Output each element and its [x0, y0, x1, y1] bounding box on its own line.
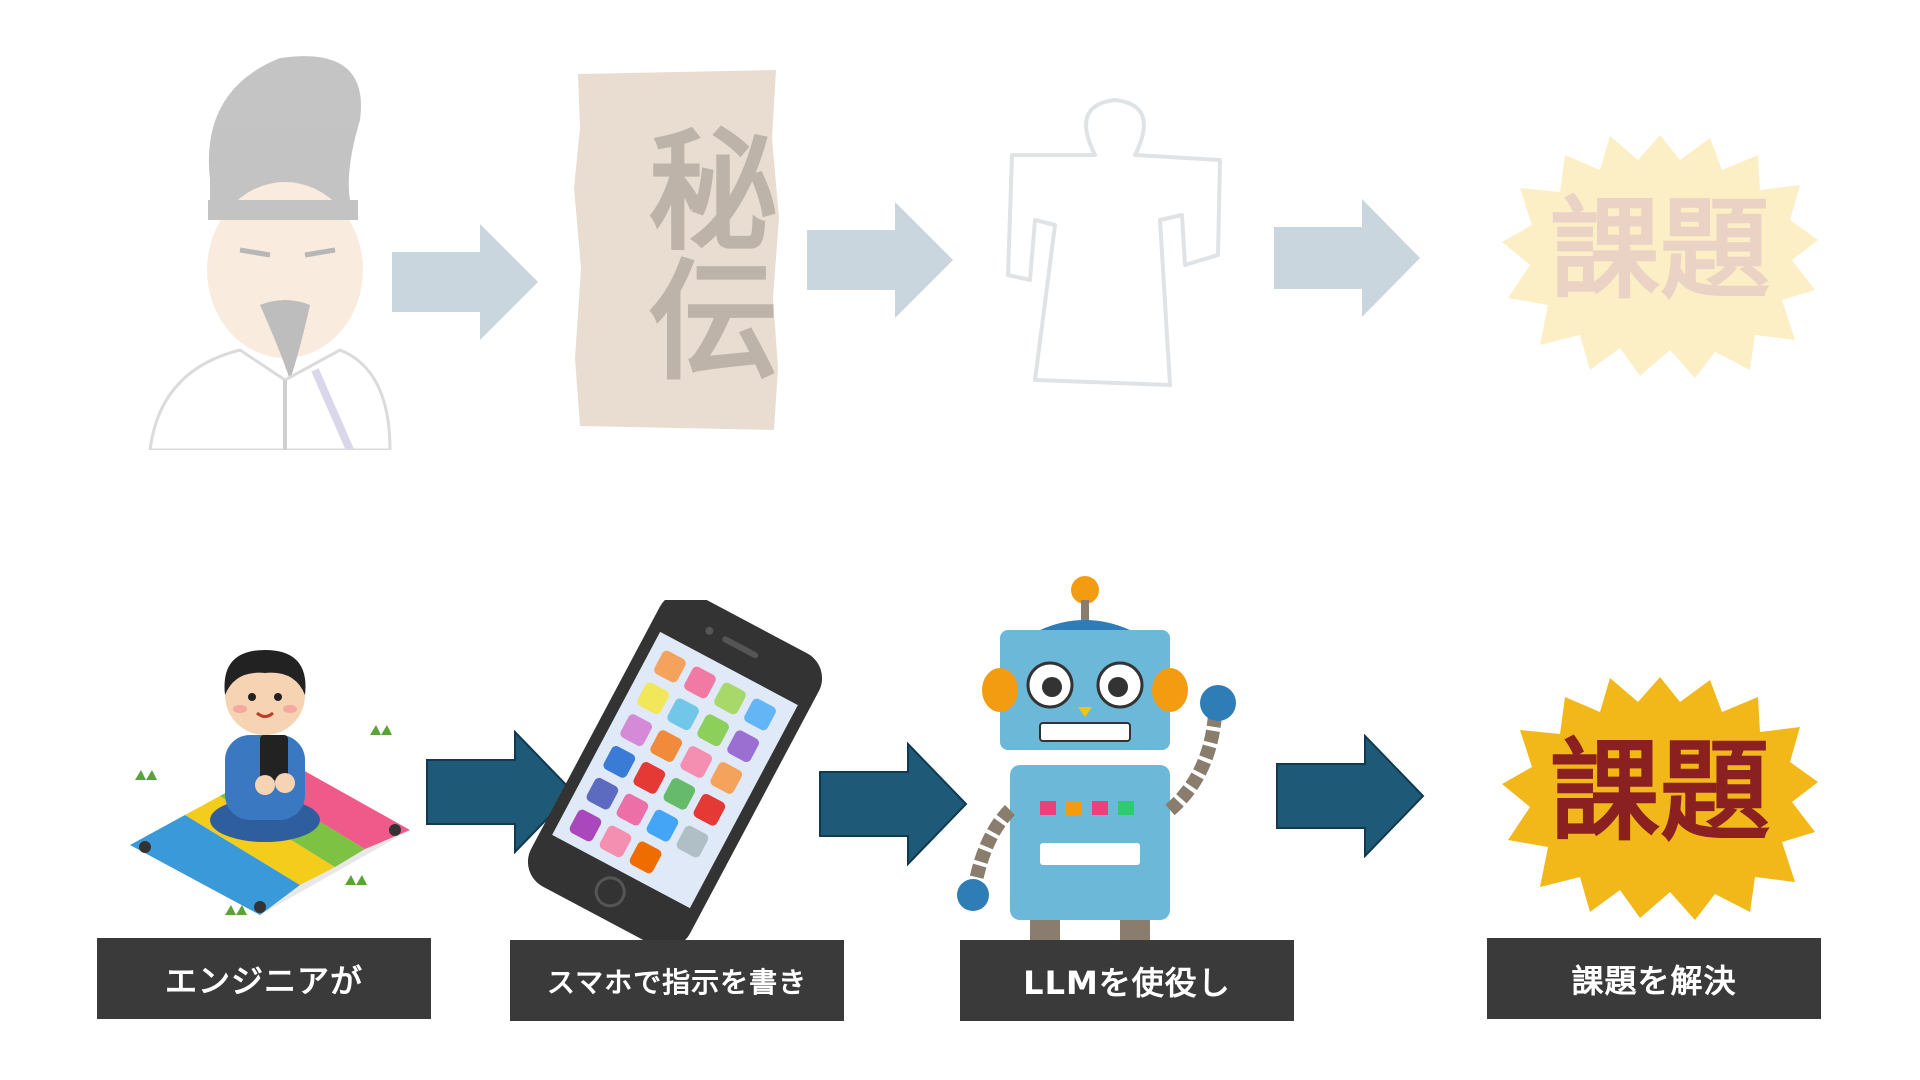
caption-llm: LLMを使役し	[960, 940, 1294, 1021]
court-noble-icon	[148, 56, 392, 450]
arrow-1	[426, 730, 575, 854]
issue-burst-icon: 課題	[1500, 672, 1820, 922]
scroll-icon: 秘伝	[572, 68, 782, 433]
arrow-3	[1276, 734, 1425, 858]
caption-smartphone: スマホで指示を書き	[510, 940, 844, 1021]
caption-engineer: エンジニアが	[97, 938, 431, 1019]
smartphone-icon	[527, 600, 823, 940]
faded-arrow-3	[1274, 199, 1420, 317]
caption-solve: 課題を解決	[1487, 938, 1821, 1019]
faded-arrow-1	[392, 224, 538, 340]
issue-burst-text: 課題	[1550, 727, 1770, 856]
scroll-text: 秘伝	[626, 123, 779, 383]
robot-icon	[957, 576, 1236, 940]
faded-arrow-2	[807, 202, 953, 318]
issue-burst-faded: 課題	[1500, 130, 1820, 380]
engineer-with-phone-icon	[130, 650, 410, 915]
issue-burst-faded-text: 課題	[1550, 185, 1770, 314]
arrow-2	[819, 742, 968, 866]
paper-doll-icon	[1006, 98, 1222, 387]
